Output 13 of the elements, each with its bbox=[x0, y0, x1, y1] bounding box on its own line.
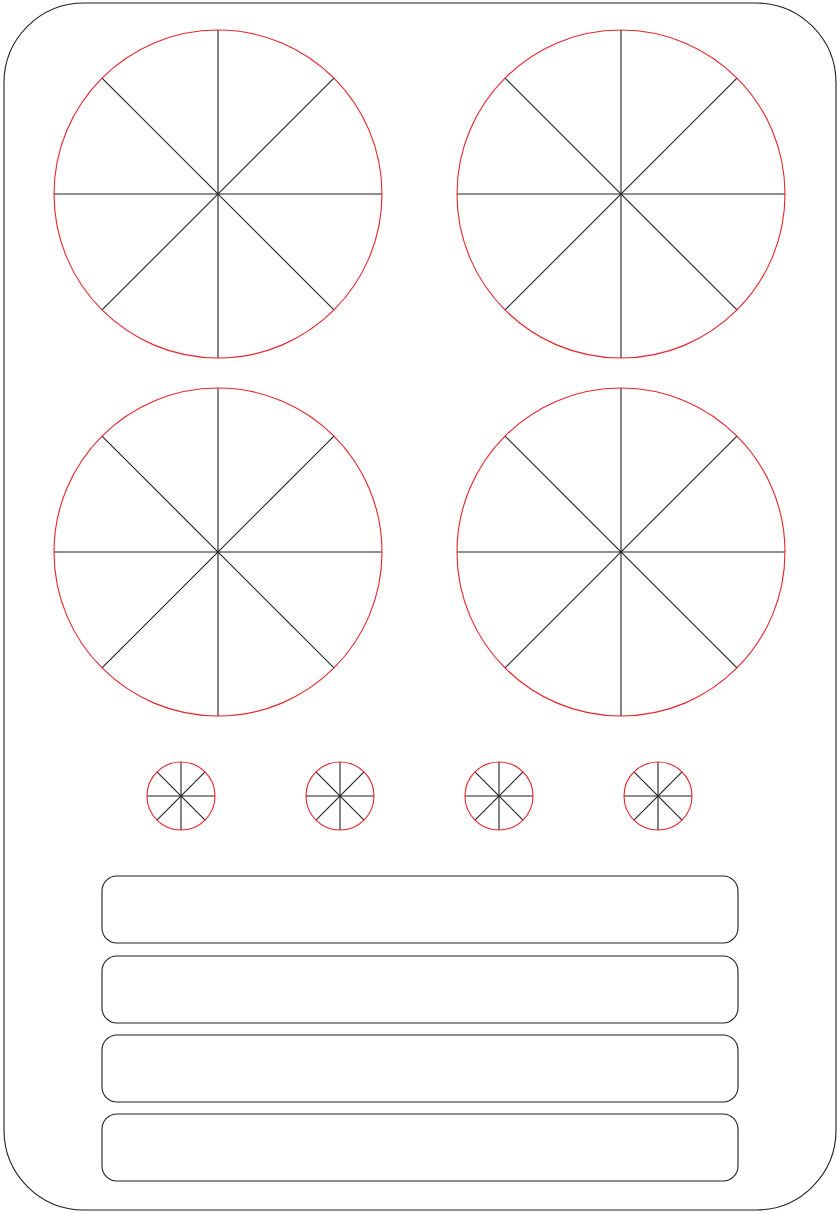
spoked-circle bbox=[623, 761, 693, 831]
spoked-circle bbox=[53, 29, 383, 359]
panel-outline bbox=[3, 2, 837, 1211]
spoked-circle bbox=[456, 29, 786, 359]
rounded-bar bbox=[101, 1113, 739, 1182]
spoked-circle bbox=[464, 761, 534, 831]
rounded-bar bbox=[101, 1034, 739, 1103]
rounded-bar bbox=[101, 955, 739, 1024]
spoked-circle bbox=[146, 761, 216, 831]
spoked-circle bbox=[53, 387, 383, 717]
rounded-bar bbox=[101, 875, 739, 944]
spoked-circle bbox=[456, 387, 786, 717]
spoked-circle bbox=[305, 761, 375, 831]
